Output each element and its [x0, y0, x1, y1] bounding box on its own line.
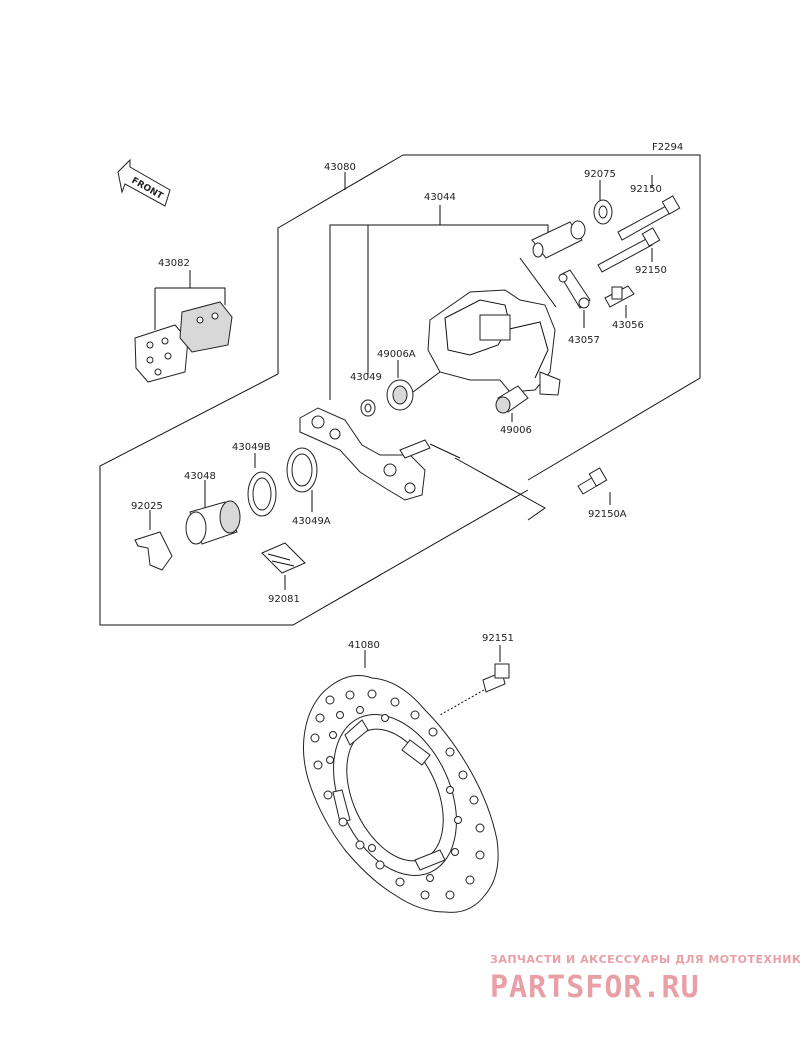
caliper-bracket	[299, 407, 546, 521]
bleeder-valve	[604, 285, 635, 318]
retainer-clip	[558, 269, 591, 328]
watermark-tagline: ЗАПЧАСТИ И АКСЕССУАРЫ ДЛЯ МОТОТЕХНИКИ	[490, 953, 800, 966]
label-49006: 49006	[500, 425, 532, 436]
label-43044: 43044	[424, 192, 456, 203]
piston-seal-43049A	[286, 447, 318, 512]
pin-sleeve	[519, 220, 586, 308]
label-92150A: 92150A	[588, 509, 627, 520]
caliper-assembly-frame	[99, 154, 701, 626]
slide-pin-lower	[597, 227, 661, 273]
slide-pin-upper	[617, 175, 681, 241]
seal-49006A	[386, 360, 441, 411]
label-43056: 43056	[612, 320, 644, 331]
piston-43048	[185, 480, 241, 545]
watermark: ЗАПЧАСТИ И АКСЕССУАРЫ ДЛЯ МОТОТЕХНИКИ PA…	[490, 953, 800, 1005]
cap-49006	[495, 385, 529, 422]
label-92151: 92151	[482, 633, 514, 644]
label-43049A: 43049A	[292, 516, 331, 527]
brake-disc	[302, 650, 499, 913]
label-92081: 92081	[268, 594, 300, 605]
front-arrow-icon: FRONT	[117, 158, 171, 207]
label-43049: 43049	[350, 372, 382, 383]
label-92025: 92025	[131, 501, 163, 512]
piston-seal-43049B	[247, 453, 277, 517]
washer-43049	[360, 399, 376, 417]
label-92150-upper: 92150	[630, 184, 662, 195]
label-43057: 43057	[568, 335, 600, 346]
caliper-body	[427, 289, 561, 396]
label-41080: 41080	[348, 640, 380, 651]
diagram-code: F2294	[652, 142, 683, 153]
label-43080: 43080	[324, 162, 356, 173]
watermark-brand: PARTSFOR.RU	[490, 970, 700, 1005]
label-92150-lower: 92150	[635, 265, 667, 276]
label-43049B: 43049B	[232, 442, 271, 453]
label-92075: 92075	[584, 169, 616, 180]
label-49006A: 49006A	[377, 349, 416, 360]
clip-92081	[261, 542, 306, 590]
brake-pads	[134, 270, 233, 383]
spring-92025	[134, 510, 173, 571]
disc-bolt-92151	[439, 645, 510, 716]
label-43082: 43082	[158, 258, 190, 269]
boot-92075	[593, 180, 613, 225]
label-43048: 43048	[184, 471, 216, 482]
bolt-92150A	[577, 467, 611, 505]
